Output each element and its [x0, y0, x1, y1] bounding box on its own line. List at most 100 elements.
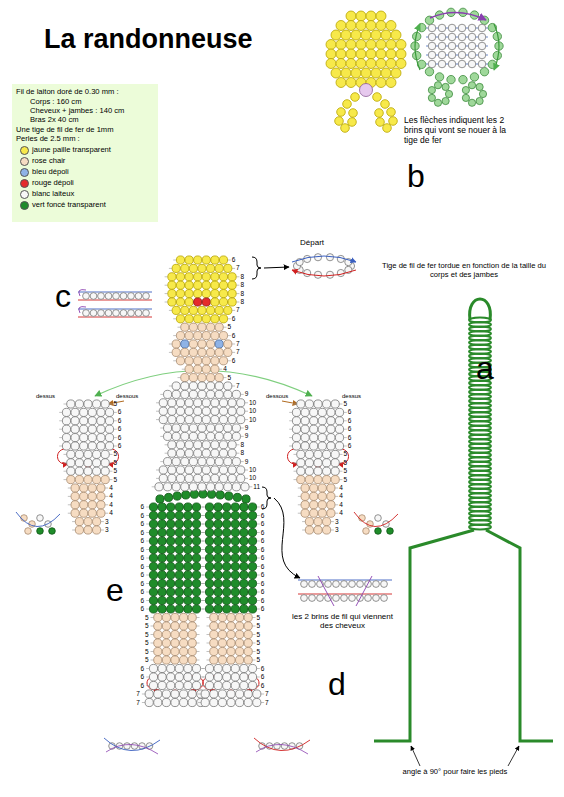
- bead: [218, 647, 226, 655]
- bead: [205, 605, 213, 613]
- bead: [167, 596, 175, 604]
- bead: [292, 417, 300, 425]
- row-count: 6: [348, 408, 352, 415]
- bead: [231, 681, 239, 689]
- bead: [233, 493, 241, 501]
- row-count: 5: [257, 622, 261, 629]
- bead: [171, 630, 179, 638]
- bead: [189, 374, 197, 382]
- bead: [434, 99, 441, 106]
- bead: [225, 492, 233, 500]
- bead: [231, 579, 239, 587]
- bead: [335, 408, 343, 416]
- bead: [182, 491, 190, 499]
- bead: [241, 483, 249, 491]
- bead: [228, 298, 236, 306]
- bead: [71, 425, 79, 433]
- row-count: 6: [128, 563, 144, 570]
- bead: [428, 94, 435, 101]
- bead: [205, 571, 213, 579]
- bead: [462, 94, 469, 101]
- bead: [149, 520, 157, 528]
- row-count: 6: [261, 605, 265, 612]
- bead: [305, 467, 313, 475]
- bead: [71, 442, 79, 450]
- bead: [93, 467, 101, 475]
- row-count: 5: [133, 622, 149, 629]
- bead: [335, 434, 343, 442]
- bead: [154, 656, 162, 664]
- bead: [236, 622, 244, 630]
- bead: [167, 545, 175, 553]
- row-count: 6: [261, 512, 265, 519]
- bead: [194, 449, 202, 457]
- row-count: 8: [240, 449, 244, 456]
- bead: [215, 374, 223, 382]
- bead: [215, 382, 223, 390]
- bead: [176, 474, 184, 482]
- bead: [228, 407, 236, 415]
- thread-arrow: [430, 12, 486, 20]
- bead: [304, 269, 311, 276]
- bead: [71, 501, 79, 509]
- row-count: 5: [114, 400, 118, 407]
- bead: [219, 441, 227, 449]
- bead: [175, 554, 183, 562]
- bead: [84, 400, 92, 408]
- bead: [468, 99, 475, 106]
- bead: [237, 474, 245, 482]
- bead: [448, 42, 456, 50]
- row-count: 5: [344, 476, 348, 483]
- bead-rows: [59, 256, 347, 707]
- bead: [167, 664, 175, 672]
- bead: [184, 562, 192, 570]
- bead: [214, 554, 222, 562]
- bead: [223, 571, 231, 579]
- row-count: 6: [128, 673, 144, 680]
- bead: [248, 545, 256, 553]
- bead: [214, 503, 222, 511]
- bead: [211, 273, 219, 281]
- note-text: Une tige de fil de fer de 1mm: [16, 126, 114, 135]
- bead: [224, 424, 232, 432]
- bead: [149, 673, 157, 681]
- row-count: 5: [133, 648, 149, 655]
- row-count: 7: [265, 690, 269, 697]
- bead: [376, 11, 386, 21]
- bead: [202, 441, 210, 449]
- bead: [80, 442, 88, 450]
- row-count: 6: [232, 357, 236, 364]
- thread: [79, 307, 86, 313]
- bead: [373, 581, 380, 588]
- bead: [219, 298, 227, 306]
- bead: [219, 281, 227, 289]
- bead: [228, 290, 236, 298]
- bead: [168, 466, 176, 474]
- row-count: 4: [339, 509, 343, 516]
- bead: [184, 588, 192, 596]
- bead: [21, 515, 28, 522]
- bead: [37, 528, 44, 535]
- bead: [105, 408, 113, 416]
- bead: [228, 399, 236, 407]
- bead: [224, 390, 232, 398]
- bead: [248, 537, 256, 545]
- legend-text: rouge dépoli: [32, 178, 74, 187]
- bead: [348, 118, 357, 127]
- row-count: 6: [232, 315, 236, 322]
- bead: [194, 474, 202, 482]
- row-count: 5: [114, 467, 118, 474]
- bead: [198, 340, 206, 348]
- bead: [248, 596, 256, 604]
- bead: [428, 60, 436, 68]
- bead: [314, 467, 322, 475]
- bead: [371, 68, 381, 78]
- row-count: 6: [128, 665, 144, 672]
- thread-arrow: [292, 270, 356, 276]
- bead: [158, 528, 166, 536]
- bead: [176, 416, 184, 424]
- bead: [323, 526, 331, 534]
- bead: [194, 315, 202, 323]
- bead: [341, 124, 350, 133]
- bead: [231, 545, 239, 553]
